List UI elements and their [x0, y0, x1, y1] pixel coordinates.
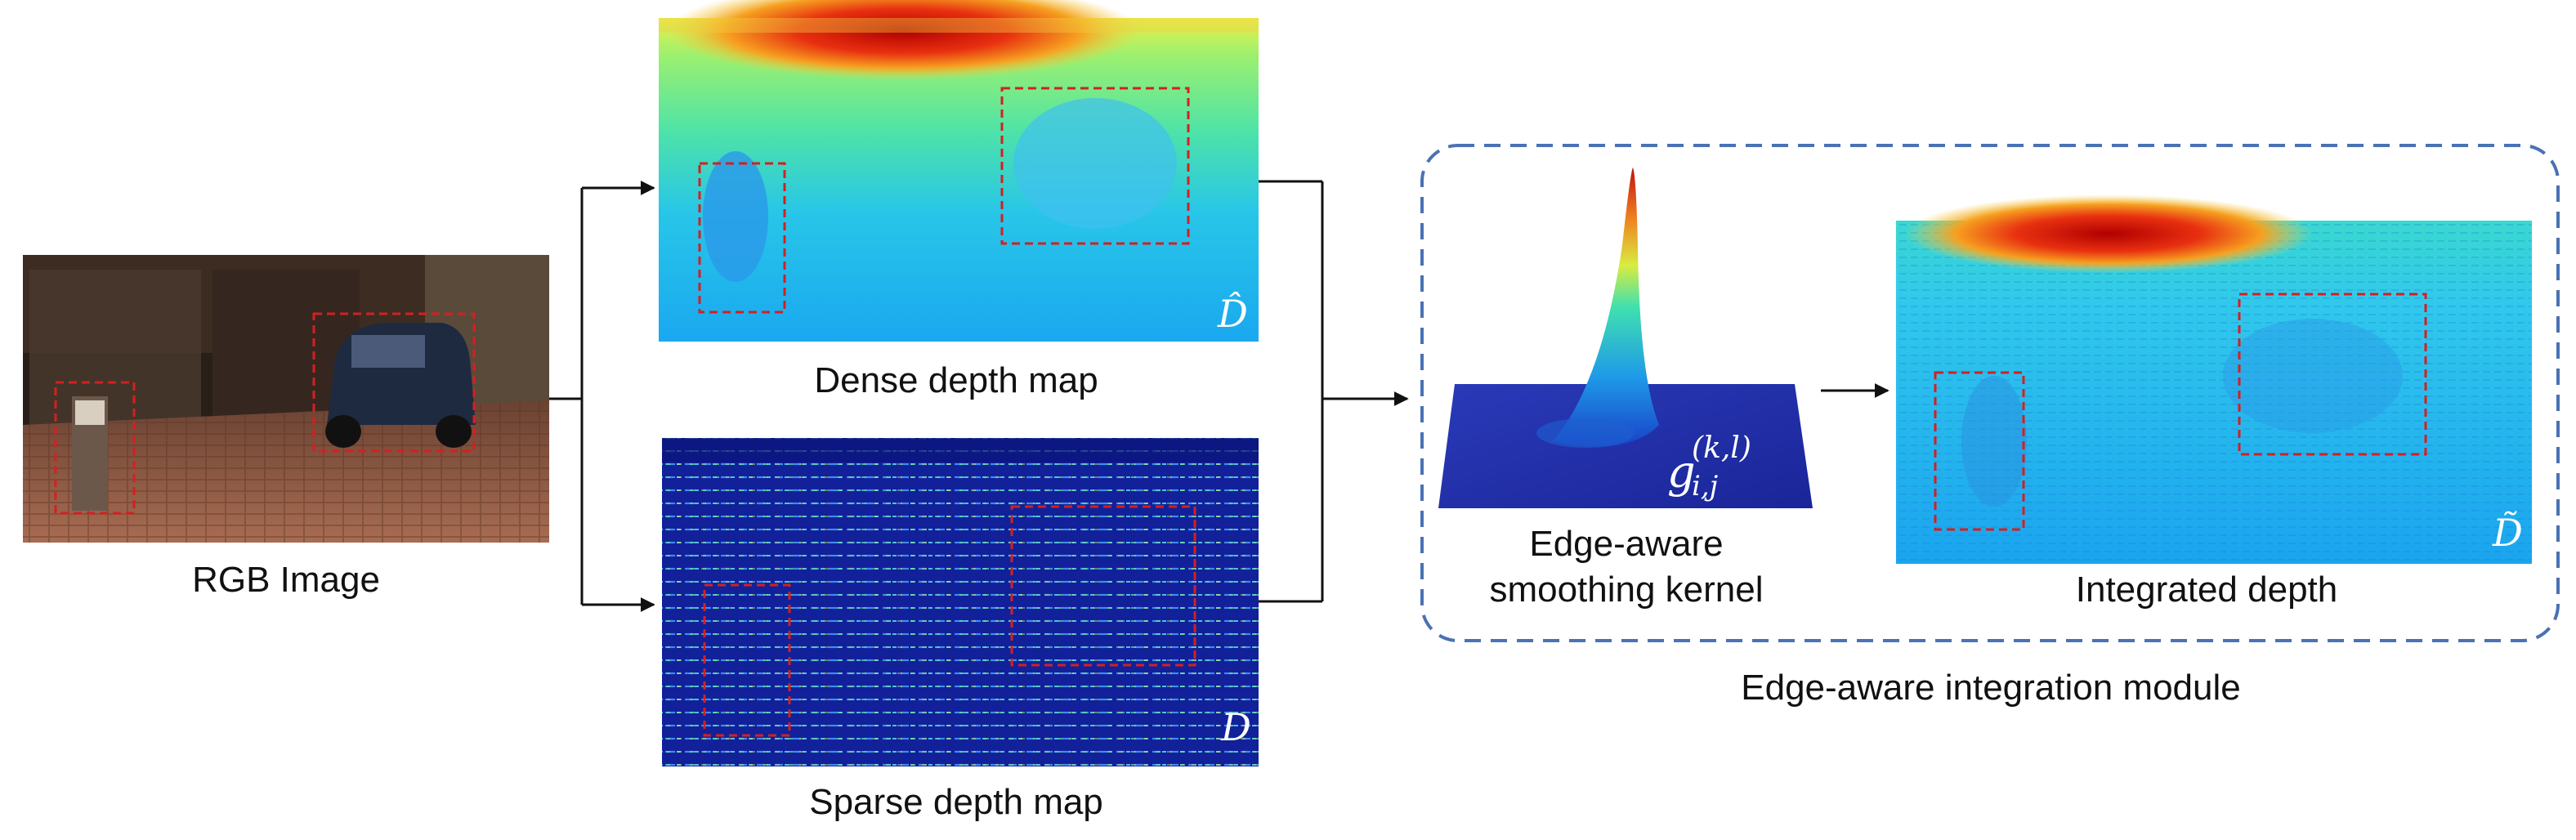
- kernel-caption-line1: Edge-aware: [1529, 524, 1723, 564]
- merge-connectors: [1259, 180, 1409, 603]
- smoothing-kernel-graphic: g (k,l) i,j: [1438, 168, 1813, 508]
- rgb-image-panel: RGB Image: [23, 255, 549, 600]
- kernel-caption-line2: smoothing kernel: [1489, 570, 1763, 610]
- kernel-symbol-sup: (k,l): [1692, 431, 1751, 465]
- integration-module: g (k,l) i,j Edge-aware smoothing kernel …: [1420, 144, 2560, 642]
- sparse-caption: Sparse depth map: [809, 782, 1103, 822]
- sparse-symbol: D: [1220, 705, 1251, 749]
- highlight-box: [1934, 371, 2025, 531]
- highlight-box: [703, 583, 791, 737]
- car-icon: [325, 323, 476, 448]
- dense-caption: Dense depth map: [814, 360, 1098, 400]
- dense-depth-panel: D̂ Dense depth map: [659, 0, 1259, 400]
- highlight-box: [1010, 505, 1196, 667]
- kernel-symbol-base: g: [1667, 446, 1696, 498]
- module-label: Edge-aware integration module: [1741, 668, 2241, 708]
- highlight-box: [312, 312, 476, 453]
- sparse-depth-panel: D Sparse depth map: [662, 438, 1259, 822]
- input-connectors: [549, 181, 655, 612]
- dense-symbol: D̂: [1217, 292, 1248, 336]
- highlight-box: [2238, 293, 2427, 456]
- highlight-box: [1000, 87, 1190, 245]
- integrated-depth-panel: D̃ Integrated depth: [1896, 194, 2532, 610]
- rgb-caption: RGB Image: [192, 560, 380, 600]
- integrated-symbol: D̃: [2492, 511, 2523, 555]
- highlight-box: [54, 381, 136, 515]
- module-border: [1420, 144, 2560, 642]
- integrated-caption: Integrated depth: [2076, 570, 2337, 610]
- kernel-symbol-sub: i,j: [1692, 470, 1719, 503]
- highlight-box: [698, 162, 786, 314]
